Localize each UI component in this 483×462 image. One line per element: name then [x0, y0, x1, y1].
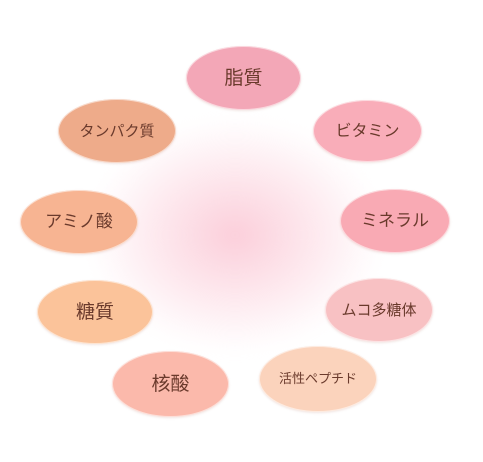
node-amino-acid-label: アミノ酸 — [45, 211, 113, 232]
node-active-peptide: 活性ペプチド — [259, 346, 377, 412]
node-carbohydrate: 糖質 — [37, 280, 153, 344]
node-carbohydrate-label: 糖質 — [75, 300, 114, 323]
node-mucopolysaccharide: ムコ多糖体 — [325, 278, 433, 342]
node-nucleic-acid-label: 核酸 — [151, 372, 190, 395]
node-amino-acid: アミノ酸 — [20, 190, 138, 254]
node-mucopolysaccharide-label: ムコ多糖体 — [341, 300, 417, 319]
node-nucleic-acid: 核酸 — [112, 351, 229, 417]
node-mineral: ミネラル — [340, 189, 450, 253]
node-active-peptide-label: 活性ペプチド — [278, 371, 357, 387]
node-protein-label: タンパク質 — [79, 121, 155, 140]
node-protein: タンパク質 — [58, 99, 176, 163]
node-mineral-label: ミネラル — [361, 210, 429, 231]
node-lipid: 脂質 — [186, 46, 301, 110]
node-vitamin: ビタミン — [313, 100, 422, 162]
node-lipid-label: 脂質 — [224, 66, 263, 89]
node-vitamin-label: ビタミン — [335, 121, 400, 140]
